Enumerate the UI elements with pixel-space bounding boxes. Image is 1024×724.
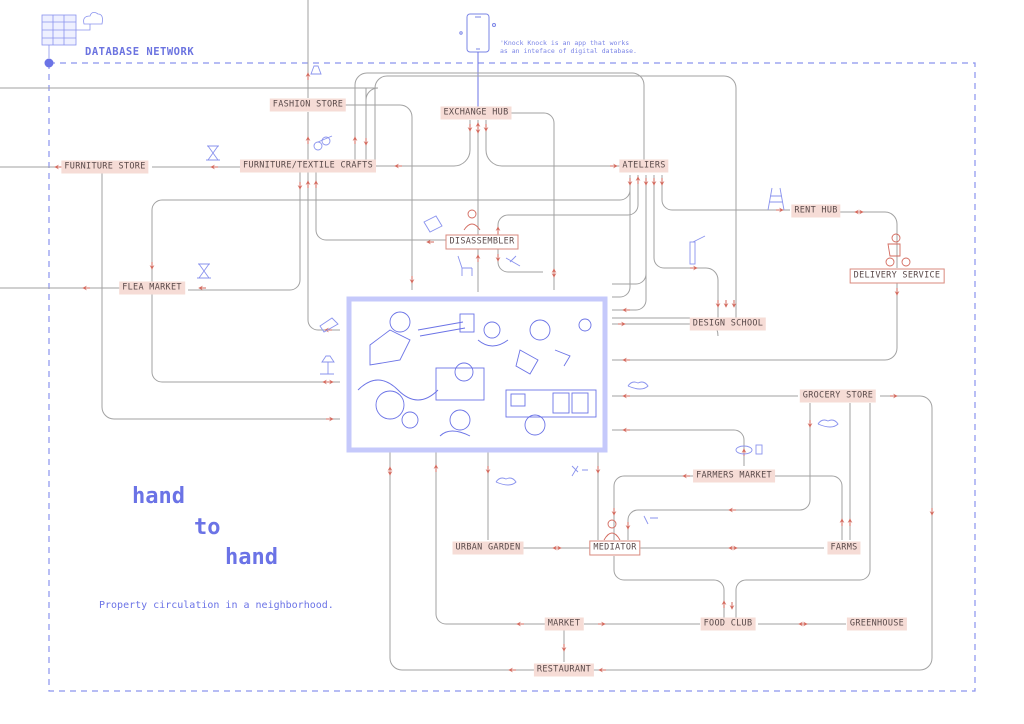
vegetables-icon: [817, 419, 839, 428]
node-urban-garden[interactable]: URBAN GARDEN: [452, 541, 524, 555]
node-farmers-market[interactable]: FARMERS MARKET: [693, 469, 775, 483]
central-exchange-hub[interactable]: [346, 296, 608, 453]
folding-stool-icon: [206, 145, 220, 161]
node-restaurant[interactable]: RESTAURANT: [533, 663, 595, 677]
title-line-1: hand: [132, 484, 185, 509]
node-flea-market[interactable]: FLEA MARKET: [119, 281, 185, 295]
app-note-line-2: as an inteface of digital database.: [500, 46, 637, 55]
folding-stool-icon: [197, 263, 211, 279]
node-farms[interactable]: FARMS: [827, 541, 861, 555]
node-exchange-hub[interactable]: EXCHANGE HUB: [440, 106, 512, 120]
title-line-2: to: [194, 515, 221, 540]
node-mediator[interactable]: MEDIATOR: [589, 540, 641, 556]
node-design-school[interactable]: DESIGN SCHOOL: [689, 317, 767, 331]
database-network-label: DATABASE NETWORK: [85, 46, 195, 58]
chair-icon: [457, 255, 473, 276]
produce-icon: [571, 465, 588, 477]
flow-lines: [0, 0, 933, 671]
node-market[interactable]: MARKET: [544, 617, 584, 631]
node-grocery-store[interactable]: GROCERY STORE: [799, 389, 877, 403]
dress-icon: [310, 65, 322, 75]
tools-icon: [505, 255, 521, 267]
database-network-boundary: [48, 62, 976, 692]
flow-arrows: [54, 72, 935, 673]
fire-extinguisher-icon: [689, 235, 706, 265]
node-fashion-store[interactable]: FASHION STORE: [269, 98, 347, 112]
smartphone-icon: [459, 13, 496, 53]
title-line-3: hand: [225, 545, 278, 570]
node-greenhouse[interactable]: GREENHOUSE: [846, 617, 908, 631]
fabric-rolls-icon: [313, 135, 333, 151]
bread-icon: [735, 444, 763, 455]
node-furniture-textile-crafts[interactable]: FURNITURE/TEXTILE CRAFTS: [239, 159, 377, 173]
shoe-icon: [319, 317, 339, 333]
people-exchanging-illustration: [357, 311, 597, 437]
node-delivery-service[interactable]: DELIVERY SERVICE: [849, 268, 945, 284]
vegetables-icon: [495, 477, 517, 486]
node-disassembler[interactable]: DISASSEMBLER: [445, 234, 519, 250]
app-note-line-1: 'Knock Knock is an app that works: [500, 39, 630, 47]
produce-icon: [643, 515, 658, 525]
ladder-icon: [767, 187, 785, 211]
lamp-icon: [320, 355, 335, 375]
database-server-icon: [41, 14, 91, 58]
bag-icon: [423, 215, 443, 233]
node-food-club[interactable]: FOOD CLUB: [700, 617, 756, 631]
subtitle: Property circulation in a neighborhood.: [99, 600, 334, 611]
cloud-icon: [83, 12, 103, 25]
node-rent-hub[interactable]: RENT HUB: [791, 204, 841, 218]
node-ateliers[interactable]: ATELIERS: [619, 159, 669, 173]
vegetables-icon: [627, 381, 649, 390]
courier-scooter-icon: [885, 233, 911, 267]
node-furniture-store[interactable]: FURNITURE STORE: [61, 160, 149, 174]
app-note: 'Knock Knock is an app that works as an …: [500, 39, 637, 55]
network-origin-dot: [44, 58, 54, 68]
person-icon: [603, 519, 621, 541]
worker-icon: [463, 209, 481, 231]
